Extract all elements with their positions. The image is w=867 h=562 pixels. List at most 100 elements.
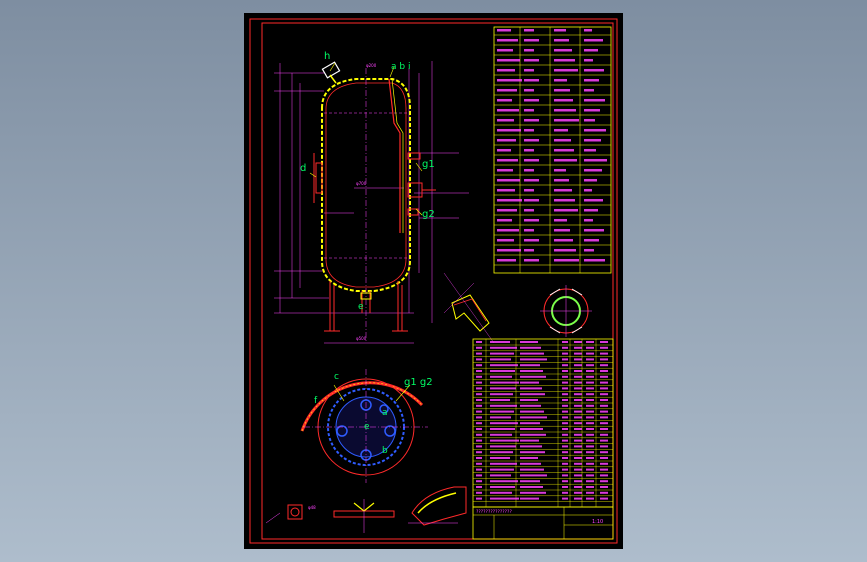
bottom-details — [265, 486, 467, 533]
parts-table-text — [490, 422, 518, 425]
spec-table-text — [524, 189, 534, 192]
spec-table-text — [497, 109, 519, 112]
spec-table-text — [497, 29, 511, 32]
spec-table-text — [554, 39, 569, 42]
parts-table-text — [520, 416, 547, 419]
parts-table-text — [574, 468, 582, 471]
parts-table-text — [586, 375, 594, 378]
parts-table-text — [490, 439, 519, 442]
spec-table-text — [497, 229, 519, 232]
parts-table-text — [490, 491, 512, 494]
spec-table-text — [524, 39, 539, 42]
spec-table-text — [554, 259, 579, 262]
parts-table-text — [490, 462, 517, 465]
parts-table-text — [476, 399, 482, 401]
parts-table-text — [574, 404, 582, 407]
spec-table-text — [584, 29, 592, 32]
parts-table-text — [574, 393, 582, 396]
parts-table-text — [476, 387, 482, 390]
label-g1g2: g1 g2 — [404, 377, 433, 388]
spec-table-text — [584, 99, 605, 102]
parts-table-text — [520, 393, 545, 396]
parts-table-text — [600, 480, 608, 483]
parts-table-text — [476, 370, 482, 372]
spec-table-text — [524, 169, 534, 172]
parts-table-text — [490, 433, 512, 436]
parts-table-text — [600, 468, 608, 471]
parts-table-text — [520, 404, 541, 407]
spec-table-text — [584, 169, 602, 172]
label-h: h — [324, 51, 330, 62]
spec-table-text — [497, 179, 520, 182]
parts-table-text — [476, 445, 482, 448]
label-e-plan: e — [364, 422, 370, 432]
parts-table-text — [490, 375, 512, 378]
parts-table-text — [574, 474, 582, 477]
parts-table-text — [562, 364, 568, 367]
parts-table-text — [562, 387, 568, 390]
parts-table-text — [520, 451, 545, 454]
parts-table-text — [562, 341, 568, 343]
parts-table-text — [600, 352, 608, 355]
parts-table-text — [574, 410, 582, 413]
parts-table-text — [562, 399, 568, 401]
parts-table-text — [600, 416, 608, 419]
parts-table-text — [586, 439, 594, 442]
parts-table-text — [490, 486, 515, 488]
parts-table-text — [600, 422, 608, 425]
parts-table-text — [476, 422, 482, 425]
parts-table-text — [586, 410, 594, 413]
parts-table-text — [600, 364, 608, 367]
parts-table-text — [490, 416, 511, 419]
spec-table-text — [584, 139, 601, 142]
parts-table-text — [574, 497, 582, 500]
spec-table-text — [524, 179, 539, 182]
parts-table-text — [586, 370, 594, 372]
parts-table-text — [600, 457, 608, 459]
parts-table-text — [600, 387, 608, 390]
spec-table-text — [524, 59, 539, 62]
parts-table-text — [562, 457, 568, 459]
parts-table-text — [562, 393, 568, 396]
label-g2: g2 — [422, 209, 435, 220]
parts-table-text — [520, 474, 547, 477]
parts-table-text — [586, 416, 594, 419]
parts-table-text — [562, 462, 568, 465]
parts-table-text — [520, 468, 544, 471]
spec-table-text — [497, 149, 511, 152]
spec-table-text — [524, 99, 539, 102]
parts-table-text — [600, 474, 608, 477]
parts-table-text — [574, 346, 582, 349]
spec-table-text — [554, 109, 576, 112]
nozzle-h — [321, 61, 341, 84]
parts-table-text — [562, 480, 568, 483]
parts-table-text — [600, 445, 608, 448]
vessel-elevation — [274, 61, 469, 344]
spec-table-text — [554, 169, 566, 172]
spec-table-text — [554, 199, 575, 202]
parts-table-text — [574, 486, 582, 488]
spec-table-text — [584, 59, 593, 62]
dim-d48: φ48 — [308, 505, 316, 510]
spec-table-text — [497, 89, 517, 92]
parts-table-text — [476, 410, 482, 413]
spec-table-text — [497, 169, 513, 172]
spec-table-text — [524, 29, 534, 32]
drawing-sheet: ??????????????? 1:10 φ700 φ500 φ200 φ48 … — [244, 13, 623, 549]
parts-table-text — [600, 393, 608, 396]
parts-table-text — [520, 445, 542, 448]
cad-drawing: ??????????????? 1:10 φ700 φ500 φ200 φ48 … — [249, 18, 618, 544]
spec-table-text — [524, 79, 539, 82]
parts-table-text — [490, 474, 511, 477]
parts-table-text — [574, 387, 582, 390]
parts-table-text — [476, 404, 482, 407]
spec-table-text — [524, 209, 534, 212]
spec-table-text — [554, 119, 579, 122]
spec-table-text — [497, 139, 516, 142]
spec-table-text — [524, 149, 534, 152]
spec-table-text — [524, 109, 534, 112]
parts-table-text — [600, 433, 608, 436]
parts-table-text — [476, 358, 482, 361]
spec-table-text — [524, 139, 539, 142]
spec-table-text — [524, 129, 534, 132]
